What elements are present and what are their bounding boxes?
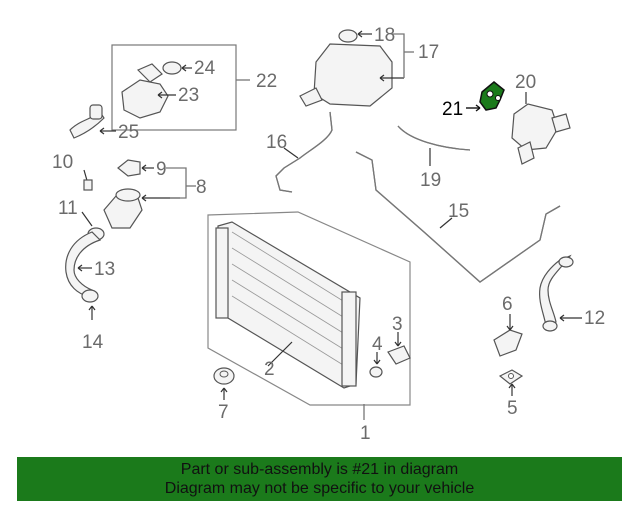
banner-line-2: Diagram may not be specific to your vehi… [164, 480, 475, 497]
bracket-6 [493, 314, 523, 357]
callout-16: 16 [266, 132, 287, 153]
reservoir-17 [299, 29, 414, 107]
callout-3: 3 [392, 314, 403, 335]
parts-diagram: 1 2 3 4 5 6 7 8 9 10 11 12 13 14 15 16 1… [52, 25, 605, 444]
hose-12 [539, 254, 582, 332]
water-outlet-20 [511, 92, 571, 165]
callout-25: 25 [118, 122, 139, 143]
callout-20: 20 [515, 72, 536, 93]
callout-12: 12 [584, 308, 605, 329]
callout-6: 6 [502, 294, 513, 315]
callout-2: 2 [264, 359, 275, 380]
bushing-7 [213, 367, 235, 400]
callout-23: 23 [178, 85, 199, 106]
callout-13: 13 [94, 259, 115, 280]
part-info-banner: Part or sub-assembly is #21 in diagram D… [17, 457, 622, 501]
hose-25 [69, 104, 116, 139]
radiator-2 [207, 211, 411, 420]
drain-plug-3 [369, 332, 411, 378]
callout-8: 8 [196, 177, 207, 198]
callout-24: 24 [194, 58, 216, 79]
bolt-10 [83, 169, 93, 191]
callout-4: 4 [372, 334, 383, 355]
filler-neck-8 [103, 159, 196, 229]
lower-hose-13 [65, 211, 105, 320]
callout-17: 17 [418, 42, 439, 63]
hose-19 [397, 125, 471, 166]
callout-21: 21 [442, 99, 463, 120]
hose-16 [275, 111, 333, 193]
callout-5: 5 [507, 398, 518, 419]
banner-line-1: Part or sub-assembly is #21 in diagram [180, 461, 459, 478]
callout-14: 14 [82, 332, 104, 353]
callout-18: 18 [374, 25, 395, 46]
callout-15: 15 [448, 201, 469, 222]
callout-19: 19 [420, 170, 441, 191]
thermostat-housing-group [111, 44, 250, 131]
callout-11: 11 [58, 198, 78, 219]
callout-10: 10 [52, 152, 73, 173]
callout-1: 1 [360, 423, 371, 444]
callout-7: 7 [218, 402, 229, 423]
callout-9: 9 [156, 159, 167, 180]
mount-5 [498, 369, 524, 396]
callout-22: 22 [256, 71, 277, 92]
highlighted-part-21 [466, 81, 505, 112]
hose-15 [355, 151, 561, 283]
